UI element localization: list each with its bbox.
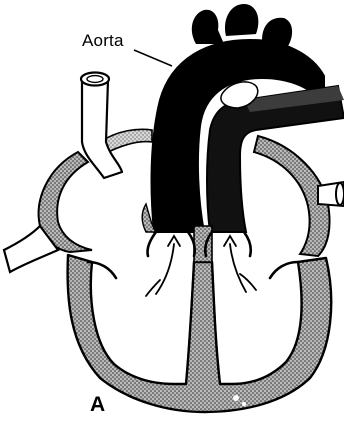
ventricular-wall: [68, 255, 332, 412]
superior-vena-cava: [82, 80, 122, 178]
panel-label: A: [90, 393, 105, 417]
aorta-label: Aorta: [82, 31, 124, 51]
aorta-leader-line: [134, 50, 172, 66]
vena-cava-opening: [81, 73, 109, 86]
septum-top: [194, 226, 212, 262]
